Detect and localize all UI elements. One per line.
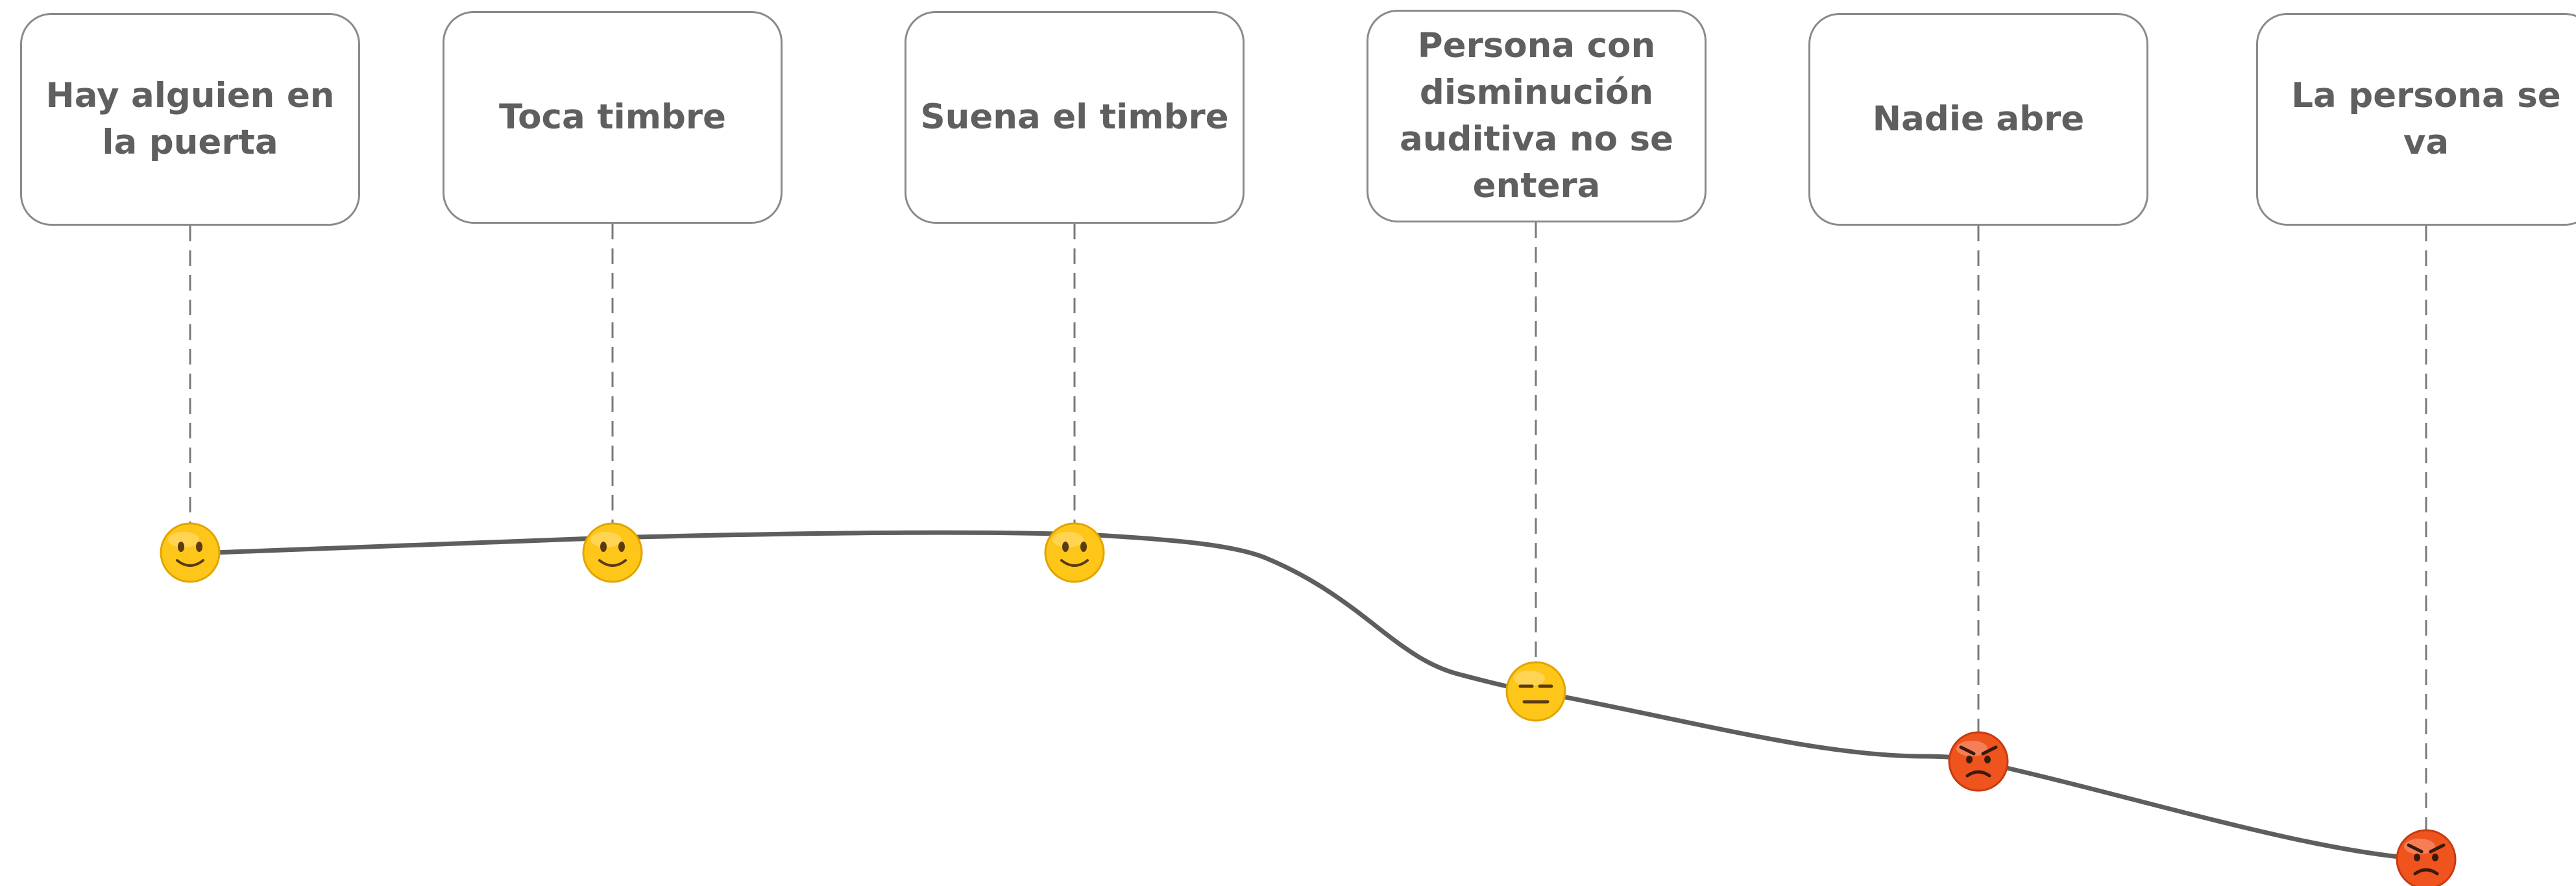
step-label: Persona con disminución auditiva no se e… [1400,26,1673,206]
step-card-person-leaves: La persona se va [2256,13,2576,226]
slightly-smiling-face-icon [160,522,221,583]
step-card-nobody-opens: Nadie abre [1808,13,2148,226]
step-label: Suena el timbre [920,97,1229,137]
slightly-smiling-face-icon [1044,522,1105,583]
angry-face-icon [2396,829,2457,886]
step-label: Hay alguien en la puerta [45,76,335,162]
expressionless-face-icon [1505,661,1566,722]
step-card-someone-at-door: Hay alguien en la puerta [20,13,360,226]
slightly-smiling-face-icon [582,522,643,583]
step-label: La persona se va [2291,76,2561,162]
emotion-markers [160,522,2457,886]
step-card-hearing-impaired-unaware: Persona con disminución auditiva no se e… [1367,10,1707,222]
step-card-rings-bell: Toca timbre [443,11,783,224]
step-card-bell-sounds: Suena el timbre [905,11,1245,224]
connector-lines [189,222,2427,831]
step-label: Nadie abre [1872,99,2085,139]
step-label: Toca timbre [499,97,726,137]
angry-face-icon [1948,731,2009,792]
emotion-curve [212,530,2429,862]
